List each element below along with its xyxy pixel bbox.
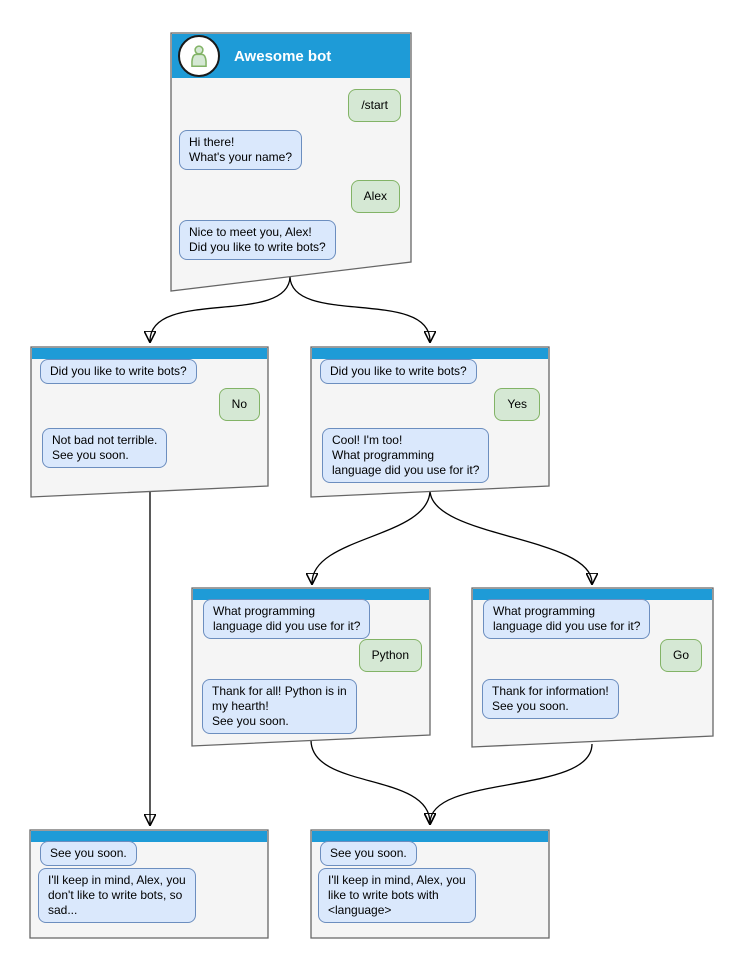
bot-message: Not bad not terrible. See you soon. (42, 428, 168, 468)
arrow-main-to-yes-branch (289, 276, 430, 341)
bot-message: Thank for all! Python is in my hearth! S… (202, 679, 357, 734)
main-titlebar: Awesome bot (172, 34, 410, 78)
bot-avatar-icon (191, 45, 207, 68)
bot-message: Did you like to write bots? (320, 359, 477, 384)
user-message: Go (659, 639, 702, 672)
arrow-python-to-end (310, 739, 430, 823)
bot-message: Nice to meet you, Alex! Did you like to … (179, 220, 336, 260)
chat-window-end-no: See you soon. I'll keep in mind, Alex, y… (29, 829, 269, 939)
bot-message: I'll keep in mind, Alex, you don't like … (38, 868, 196, 923)
bot-message: What programming language did you use fo… (203, 599, 371, 639)
chat-window-go-branch: What programming language did you use fo… (471, 587, 714, 748)
chat-window-end-language: See you soon. I'll keep in mind, Alex, y… (310, 829, 550, 939)
user-message: /start (348, 89, 401, 122)
window-titlebar (193, 589, 429, 600)
arrow-yes-to-python-branch (312, 489, 431, 583)
window-titlebar (31, 831, 267, 842)
user-message: Yes (494, 388, 540, 421)
window-titlebar (312, 348, 548, 359)
bot-message: Did you like to write bots? (40, 359, 197, 384)
chat-window-no-branch: Did you like to write bots? No Not bad n… (30, 346, 269, 498)
chat-window-main: Awesome bot /start Hi there! What's your… (170, 32, 412, 292)
bot-avatar (178, 35, 220, 77)
bot-message: See you soon. (320, 841, 417, 866)
bot-message: See you soon. (40, 841, 137, 866)
bot-message: Hi there! What's your name? (179, 130, 303, 170)
user-message: Python (358, 639, 422, 672)
window-titlebar (473, 589, 712, 600)
user-message: Alex (350, 180, 400, 213)
bot-message: What programming language did you use fo… (483, 599, 651, 639)
bot-message: Thank for information! See you soon. (482, 679, 619, 719)
user-message: No (218, 388, 260, 421)
bot-name-title: Awesome bot (234, 47, 332, 65)
window-titlebar (312, 831, 548, 842)
bot-message: I'll keep in mind, Alex, you like to wri… (318, 868, 476, 923)
arrow-yes-to-go-branch (429, 489, 592, 583)
bot-message: Cool! I'm too! What programming language… (322, 428, 490, 483)
chat-window-yes-branch: Did you like to write bots? Yes Cool! I'… (310, 346, 550, 498)
window-titlebar (32, 348, 267, 359)
chat-window-python-branch: What programming language did you use fo… (191, 587, 431, 747)
arrow-go-to-end (430, 743, 593, 823)
arrow-main-to-no-branch (150, 276, 291, 341)
